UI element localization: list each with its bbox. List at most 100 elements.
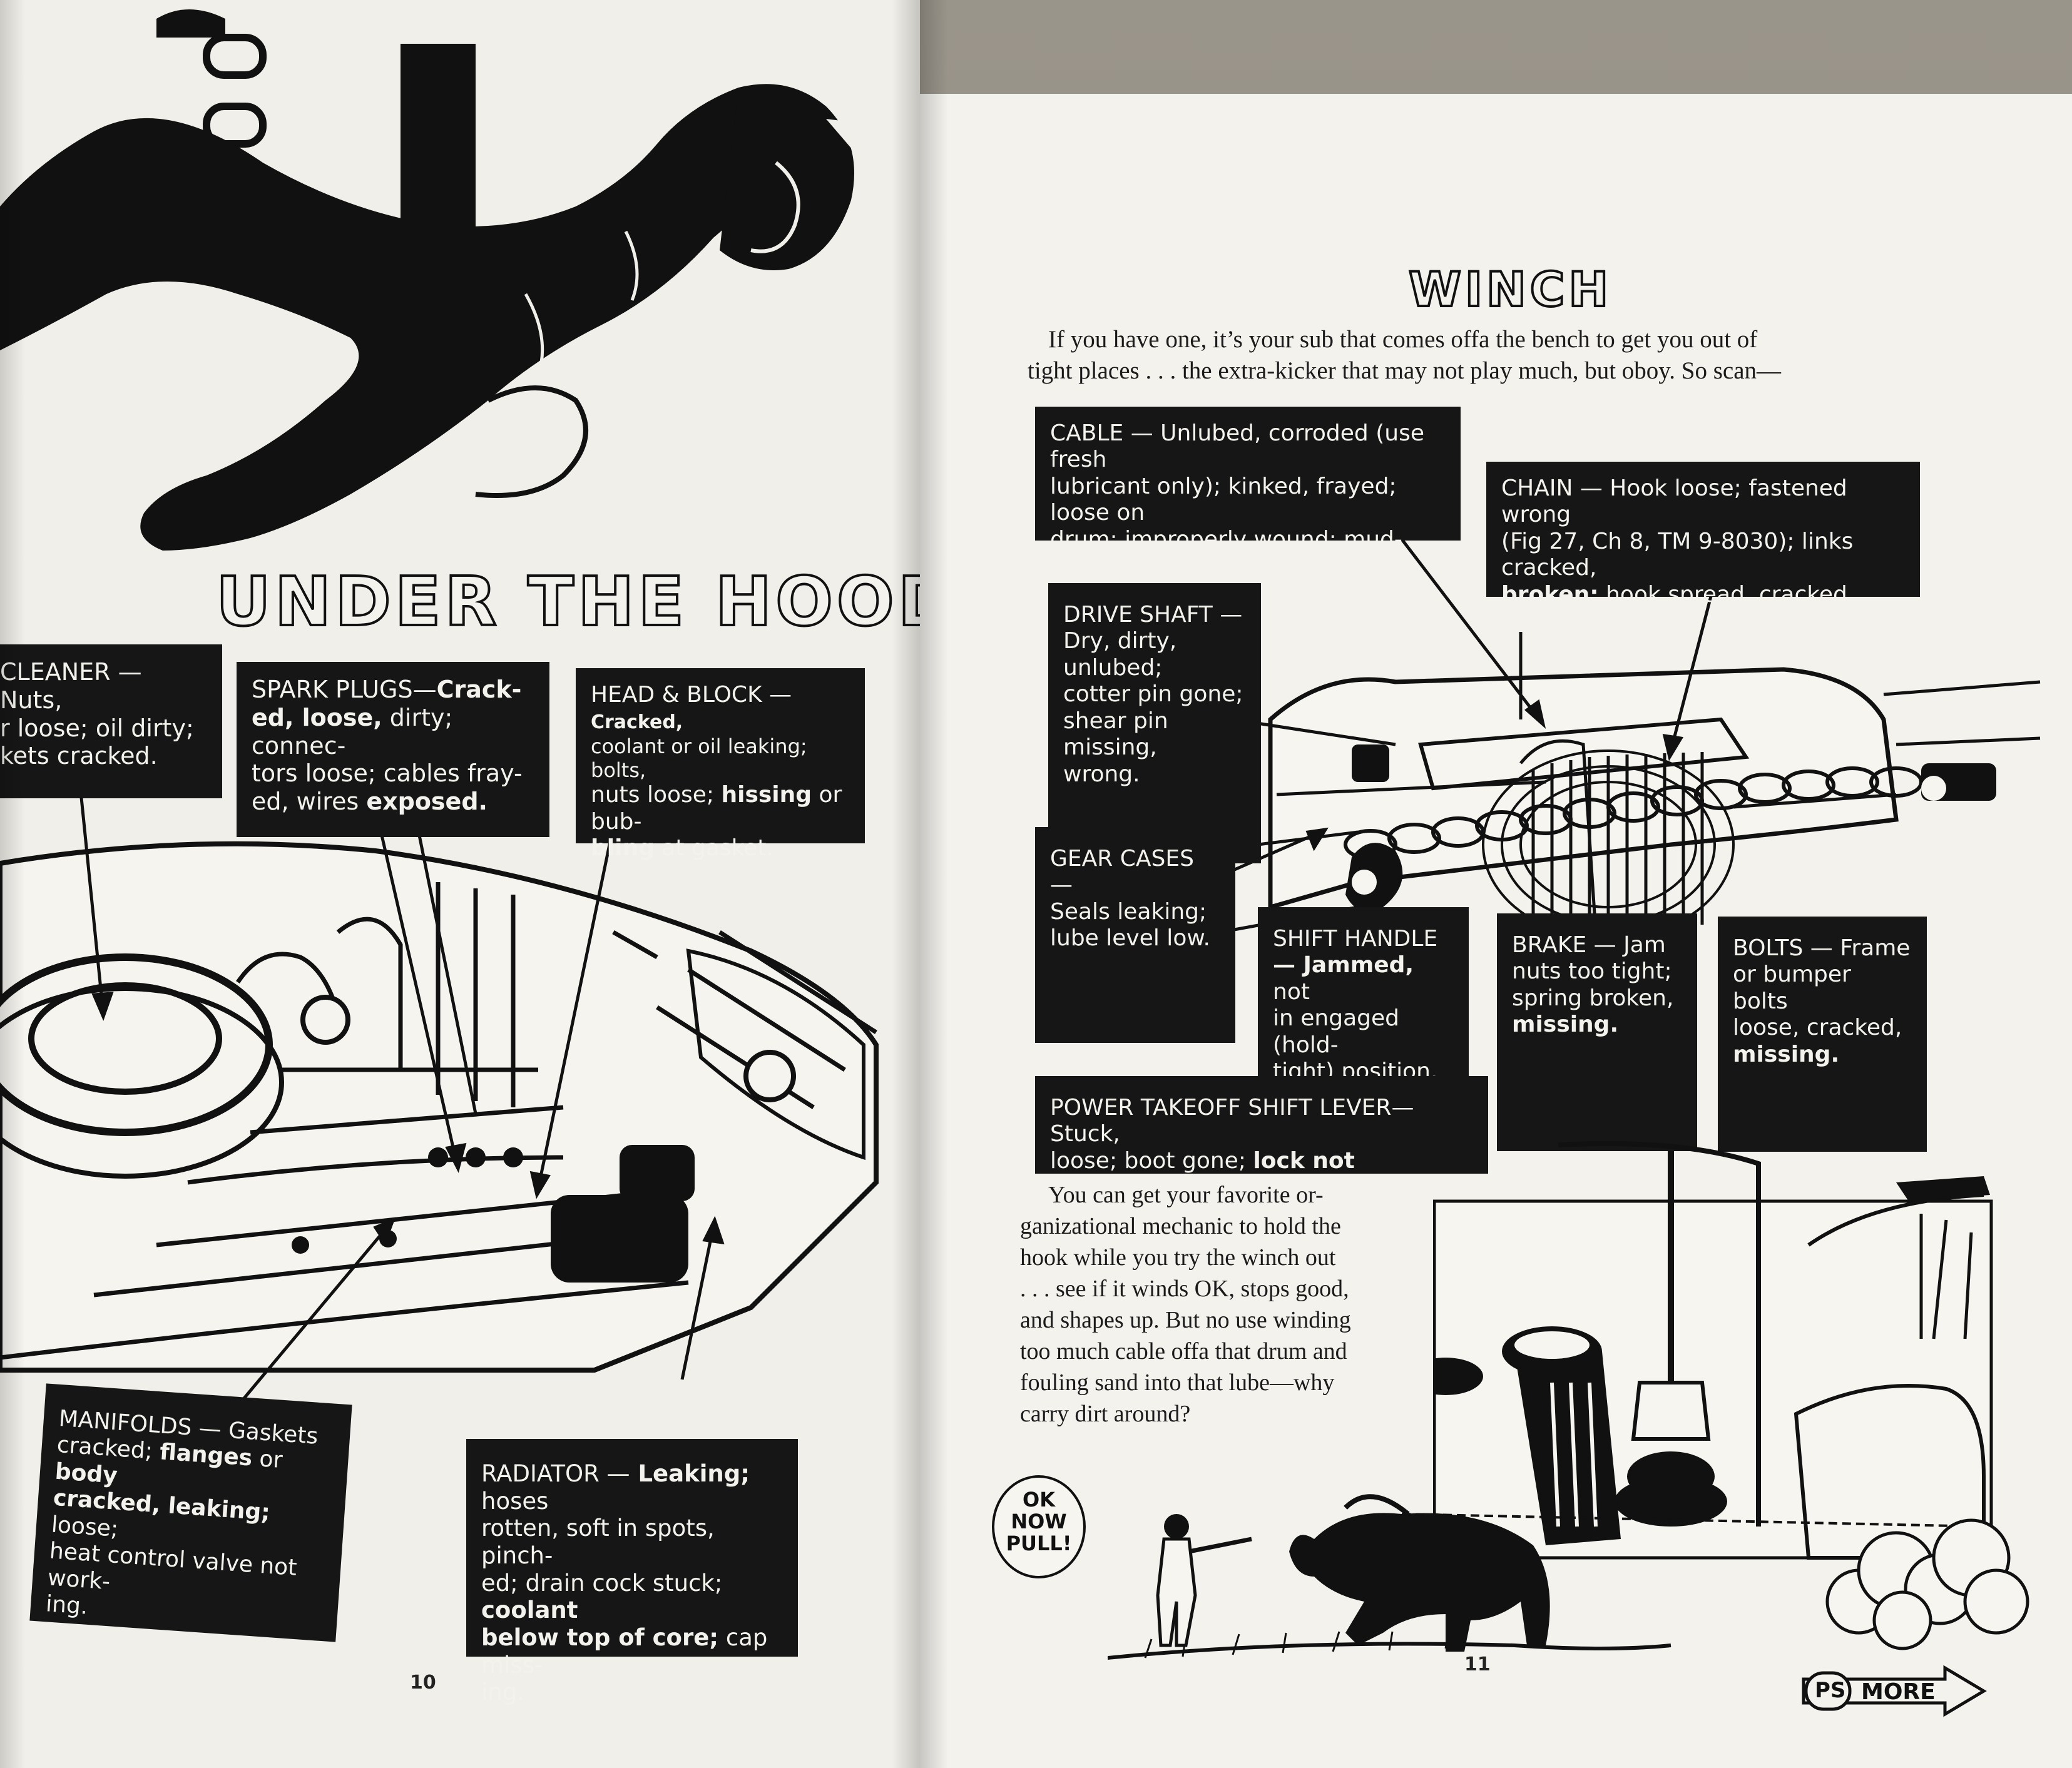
- cable-label: CABLE —: [1050, 420, 1153, 446]
- callout-pto: POWER TAKEOFF SHIFT LEVER—Stuck, loose; …: [1035, 1076, 1488, 1200]
- cable-text-3: drum; improperly wound; mud-clogged.: [1050, 526, 1402, 579]
- pto-label: POWER TAKEOFF SHIFT LEVER—: [1050, 1095, 1414, 1120]
- shift-handle-text-2: not: [1273, 978, 1310, 1005]
- brake-label: BRAKE —: [1512, 932, 1616, 958]
- paragraph-line-1: You can get your favorite or-: [1048, 1182, 1324, 1208]
- chain-text-2: (Fig 27, Ch 8, TM 9-8030); links cracked…: [1501, 528, 1854, 581]
- radiator-text-3: ed; drain cock stuck;: [481, 1569, 723, 1597]
- chain-text-3: hook spread, cracked.: [1598, 581, 1855, 607]
- brake-text-1: Jam: [1616, 932, 1666, 958]
- chain-label: CHAIN —: [1501, 475, 1603, 501]
- radiator-text-2: rotten, soft in spots, pinch-: [481, 1515, 715, 1569]
- engine-illustration: [0, 841, 879, 1373]
- radiator-text-5: ing.: [481, 1679, 524, 1706]
- paragraph-line-3: hook while you try the winch out: [1020, 1244, 1336, 1271]
- paragraph-line-8: carry dirt around?: [1020, 1401, 1191, 1427]
- radiator-text-4: cap miss-: [481, 1623, 768, 1679]
- bolts-text-1: Frame: [1832, 935, 1911, 961]
- ps-more-arrow-icon: [1802, 1665, 1987, 1717]
- left-leader-lines: [79, 797, 725, 1400]
- bolts-label: BOLTS —: [1733, 935, 1833, 961]
- right-page: WINCH If you have one, it’s your sub tha…: [920, 94, 2072, 1768]
- spark-plugs-label: SPARK PLUGS—: [252, 676, 437, 703]
- spark-plugs-bold-1: Crack-: [436, 676, 522, 703]
- spark-plugs-bold-2: ed, loose,: [252, 703, 382, 731]
- drive-shaft-text-4: shear pin missing,: [1063, 708, 1168, 761]
- callout-brake: BRAKE — Jam nuts too tight; spring broke…: [1497, 913, 1697, 1151]
- page-number-left: 10: [410, 1672, 436, 1694]
- bolts-text-2: or bumper bolts: [1733, 962, 1851, 1014]
- paragraph-line-2: ganizational mechanic to hold the: [1020, 1213, 1341, 1239]
- pto-text-1: Stuck,: [1050, 1121, 1120, 1147]
- drive-shaft-text-2: Dry, dirty, unlubed;: [1063, 628, 1177, 681]
- head-block-text-3: nuts loose;: [591, 782, 722, 808]
- brake-text-3: spring broken,: [1512, 985, 1674, 1011]
- head-block-text-4: at gasket.: [654, 835, 773, 861]
- drive-shaft-label: DRIVE SHAFT —: [1063, 602, 1243, 627]
- gear-cases-label: GEAR CASES —: [1050, 846, 1194, 898]
- callout-air-cleaner: CLEANER — Nuts, r loose; oil dirty; kets…: [0, 644, 222, 798]
- gear-cases-text-2: Seals leaking;: [1050, 898, 1207, 925]
- right-leader-lines: [1219, 538, 1717, 878]
- callout-bolts: BOLTS — Frame or bumper bolts loose, cra…: [1718, 917, 1927, 1152]
- air-cleaner-label: CLEANER —: [0, 658, 142, 686]
- pto-illustration: [1433, 1141, 1993, 1560]
- pto-text-2: loose; boot gone;: [1050, 1147, 1253, 1174]
- pto-bold-2: lock not working;: [1050, 1147, 1355, 1201]
- callout-cable: CABLE — Unlubed, corroded (use fresh lub…: [1035, 407, 1461, 579]
- paragraph-line-5: and shapes up. But no use winding: [1020, 1307, 1351, 1333]
- shift-handle-bold-2: — Jammed,: [1273, 952, 1414, 978]
- callout-gear-cases: GEAR CASES — Seals leaking; lube level l…: [1035, 827, 1235, 1043]
- manifolds-text-2b: or: [251, 1446, 283, 1474]
- winch-heading: WINCH: [1407, 260, 1613, 318]
- spark-plugs-text-2: dirty; connec-: [252, 703, 453, 760]
- callout-chain: CHAIN — Hook loose; fastened wrong (Fig …: [1486, 462, 1920, 607]
- chain-text-1: Hook loose; fastened wrong: [1501, 475, 1847, 528]
- manifolds-bold-2b: body: [54, 1458, 119, 1489]
- book-gutter-shadow: [892, 0, 948, 1768]
- brake-text-2: nuts too tight;: [1512, 958, 1672, 985]
- gear-cases-text-3: lube level low.: [1050, 925, 1210, 952]
- callout-head-block: HEAD & BLOCK — Cracked, coolant or oil l…: [576, 668, 865, 861]
- head-block-bold-4: bling: [591, 835, 655, 861]
- callout-manifolds: MANIFOLDS — Gaskets cracked; flanges or …: [29, 1383, 352, 1642]
- speech-line-1: OK: [1023, 1488, 1055, 1511]
- callout-drive-shaft: DRIVE SHAFT — Dry, dirty, unlubed; cotte…: [1048, 583, 1261, 863]
- radiator-label: RADIATOR —: [481, 1460, 630, 1487]
- soldier-bull-cartoon: [1108, 1494, 2029, 1660]
- paragraph-line-4: . . . see if it winds OK, stops good,: [1020, 1276, 1349, 1302]
- shift-handle-label: SHIFT HANDLE: [1273, 926, 1438, 952]
- air-cleaner-text-3: kets cracked.: [0, 742, 158, 770]
- callout-radiator: RADIATOR — Leaking; hoses rotten, soft i…: [466, 1439, 798, 1705]
- head-block-bold-1: Cracked,: [591, 711, 683, 734]
- cable-text-2: lubricant only); kinked, frayed; loose o…: [1050, 473, 1397, 526]
- pto-text-2b: bent.: [1161, 1174, 1227, 1201]
- chain-bold-3: broken;: [1501, 581, 1599, 607]
- cable-text-1: Unlubed, corroded (use fresh: [1050, 420, 1424, 473]
- spark-plugs-text-3: tors loose; cables fray-: [252, 760, 523, 788]
- speech-bubble: OK NOW PULL!: [992, 1475, 1086, 1578]
- drive-shaft-text-3: cotter pin gone;: [1063, 681, 1243, 708]
- ps-logo: PS: [1815, 1678, 1846, 1703]
- radiator-bold-4: below top of core;: [481, 1623, 719, 1651]
- page-number-right: 11: [1464, 1654, 1491, 1675]
- winch-illustration: [1220, 667, 2041, 958]
- intro-line-1: If you have one, it’s your sub that come…: [1048, 326, 1758, 353]
- speech-line-2: NOW: [1011, 1510, 1067, 1534]
- ps-more-badge[interactable]: PS MORE: [1801, 1664, 1989, 1718]
- spark-plugs-bold-4: exposed.: [366, 788, 487, 816]
- brake-bold-4: missing.: [1512, 1012, 1619, 1038]
- head-block-text-3b: or bub-: [591, 782, 842, 835]
- manifolds-text-3: loose;: [50, 1511, 120, 1542]
- radiator-text-1: hoses: [481, 1487, 549, 1515]
- woman-illustration: [0, 9, 876, 551]
- head-block-label: HEAD & BLOCK —: [591, 682, 792, 708]
- spark-plugs-text-4: ed, wires: [252, 788, 367, 816]
- radiator-bold-1: Leaking;: [630, 1460, 750, 1487]
- radiator-bold-3: coolant: [481, 1597, 578, 1624]
- bolts-bold-4: missing.: [1733, 1041, 1840, 1067]
- head-block-text-2: coolant or oil leaking; bolts,: [591, 734, 807, 782]
- callout-spark-plugs: SPARK PLUGS—Crack- ed, loose, dirty; con…: [237, 662, 549, 837]
- speech-line-3: PULL!: [1006, 1532, 1072, 1556]
- paragraph-line-6: too much cable offa that drum and: [1020, 1338, 1347, 1364]
